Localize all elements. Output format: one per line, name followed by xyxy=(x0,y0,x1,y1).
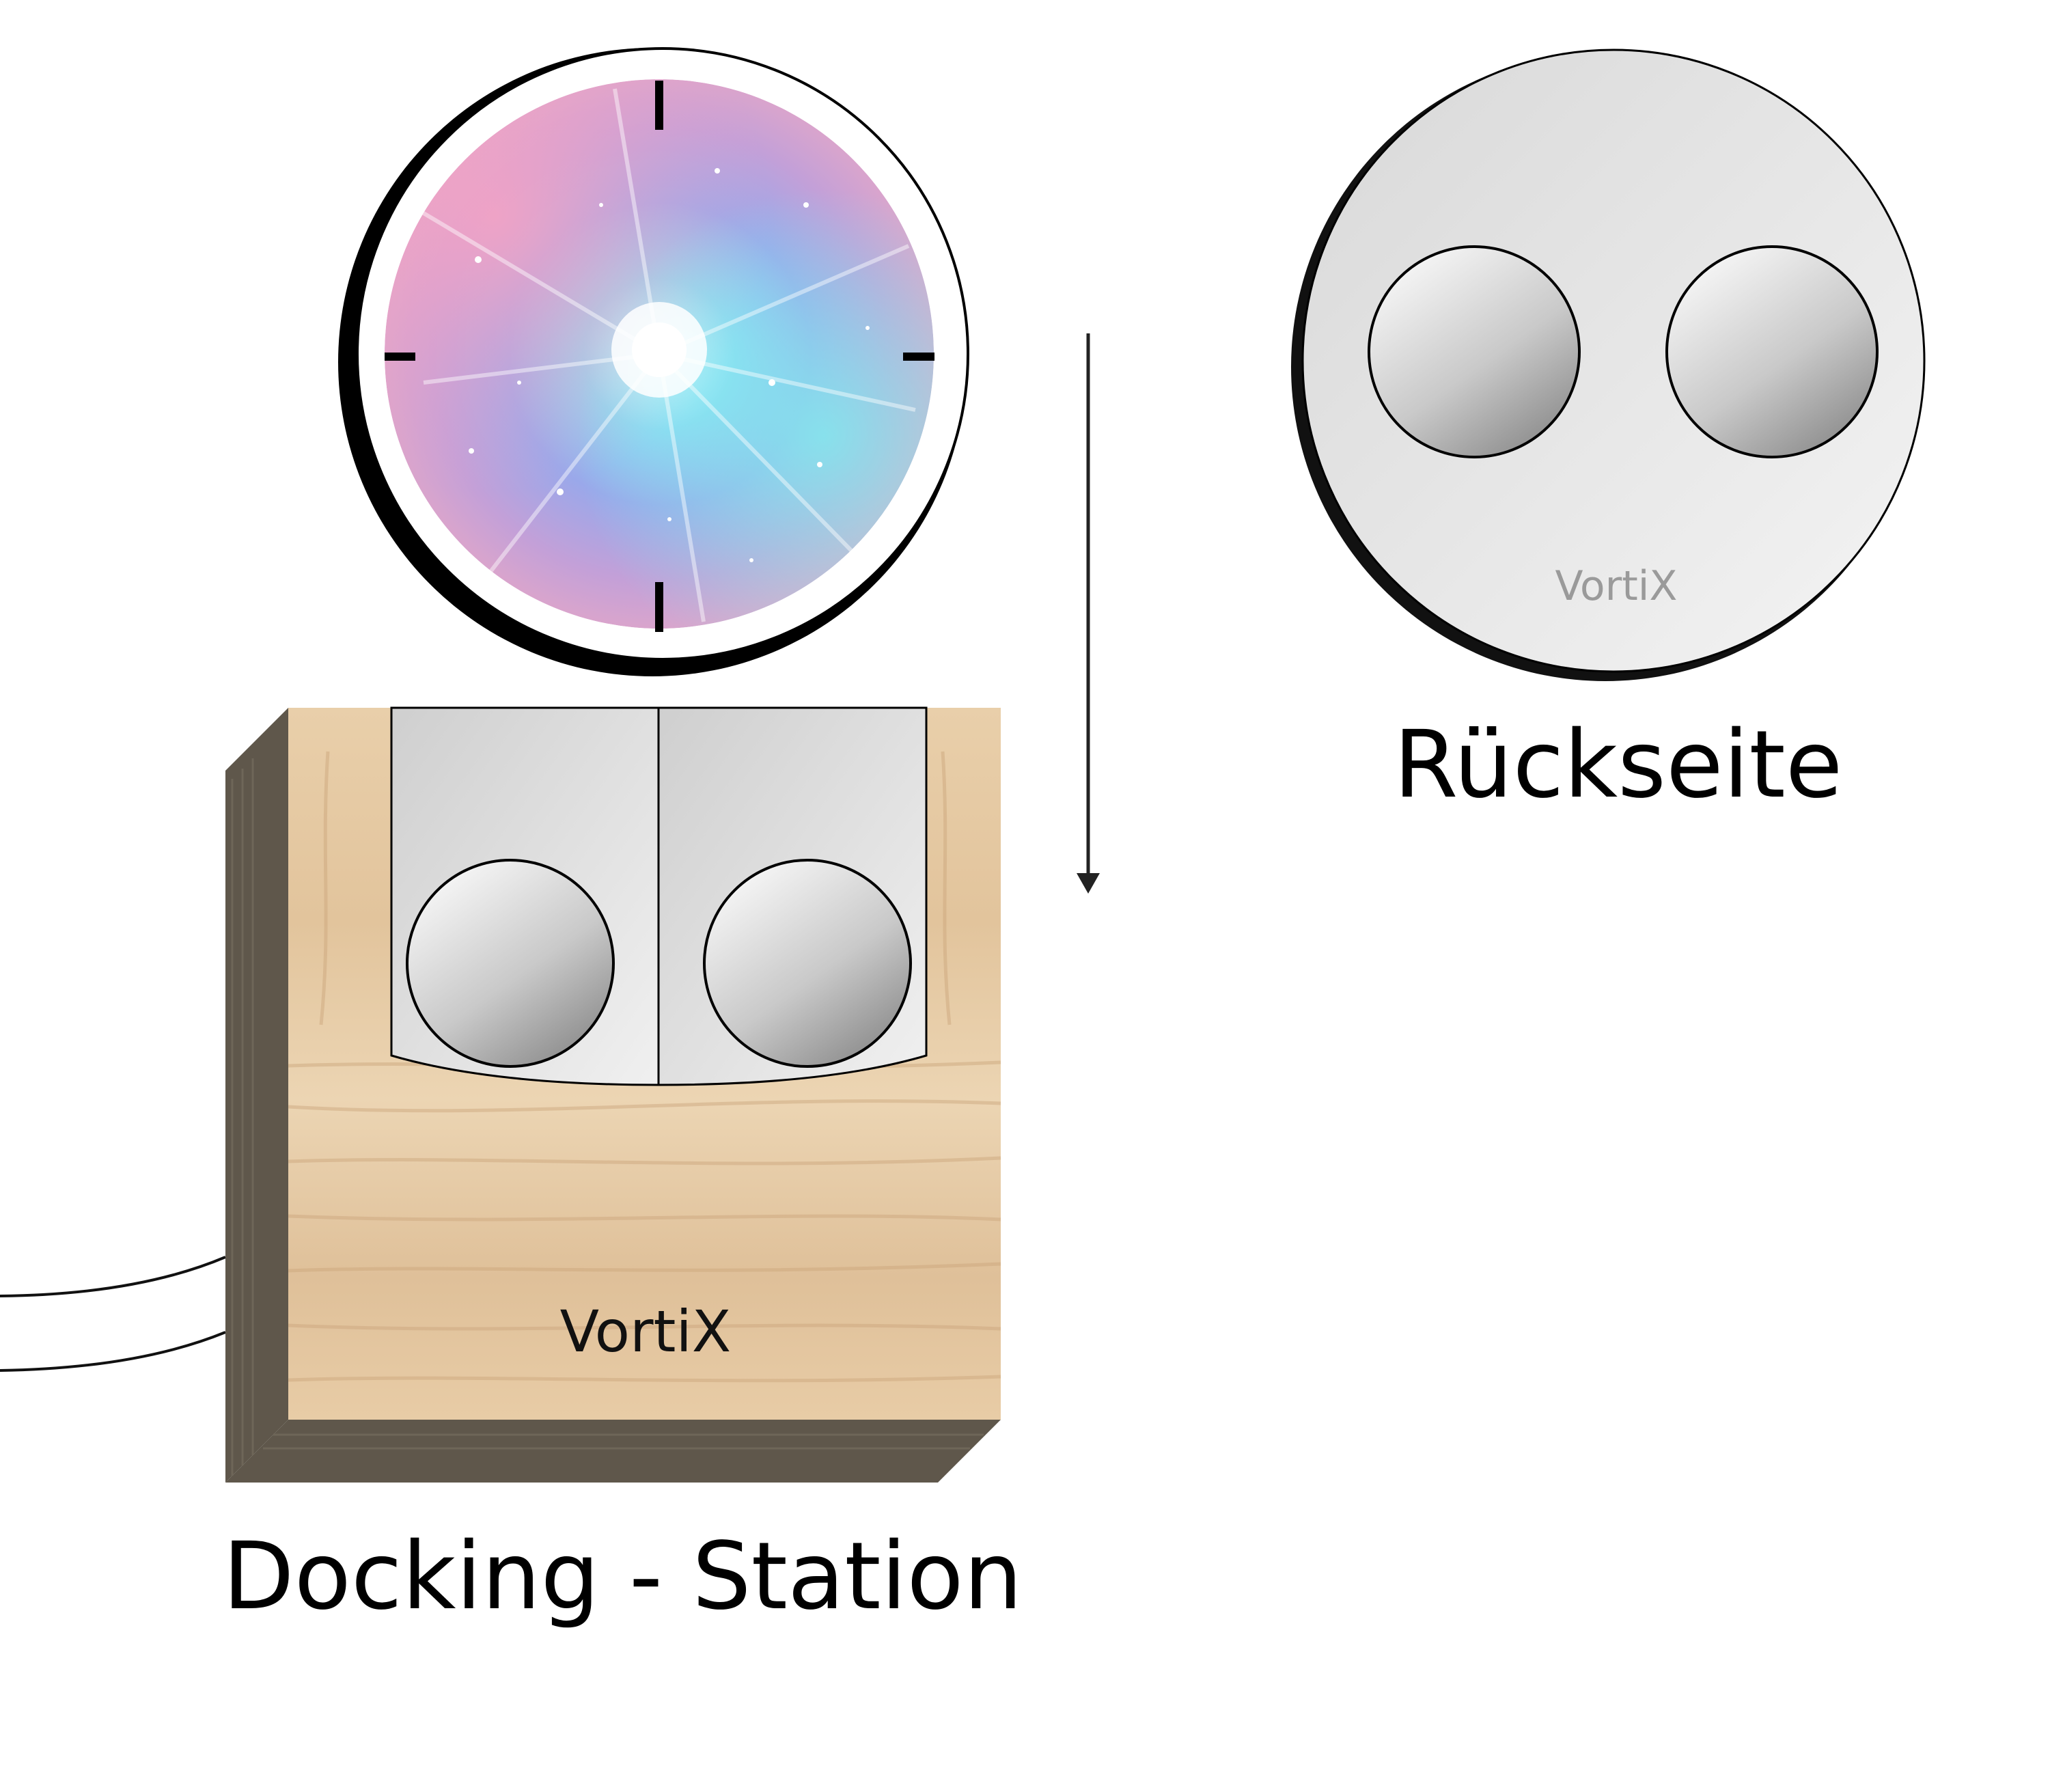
arrow-down-icon xyxy=(1077,333,1100,894)
galaxy-clock-face xyxy=(385,79,934,629)
dock-bottom-face xyxy=(225,1420,1001,1483)
clock-device xyxy=(338,47,969,676)
dock-magnet-left xyxy=(406,859,615,1068)
dock-magnet-right xyxy=(703,859,912,1068)
back-brand-logo: VortiX xyxy=(1555,562,1677,610)
power-cable xyxy=(0,1256,226,1372)
dock-side-face xyxy=(225,708,288,1483)
docking-station-caption: Docking - Station xyxy=(223,1523,1023,1631)
clock-hour-markers xyxy=(385,81,934,632)
back-magnet-right xyxy=(1665,245,1879,458)
docking-station: VortiX xyxy=(0,706,1001,1483)
dock-brand-logo: VortiX xyxy=(560,1298,732,1365)
back-magnet-left xyxy=(1368,245,1581,458)
back-side-device: VortiX xyxy=(1291,49,1926,681)
back-side-caption: Rückseite xyxy=(1394,711,1843,819)
back-disc xyxy=(1301,49,1926,673)
